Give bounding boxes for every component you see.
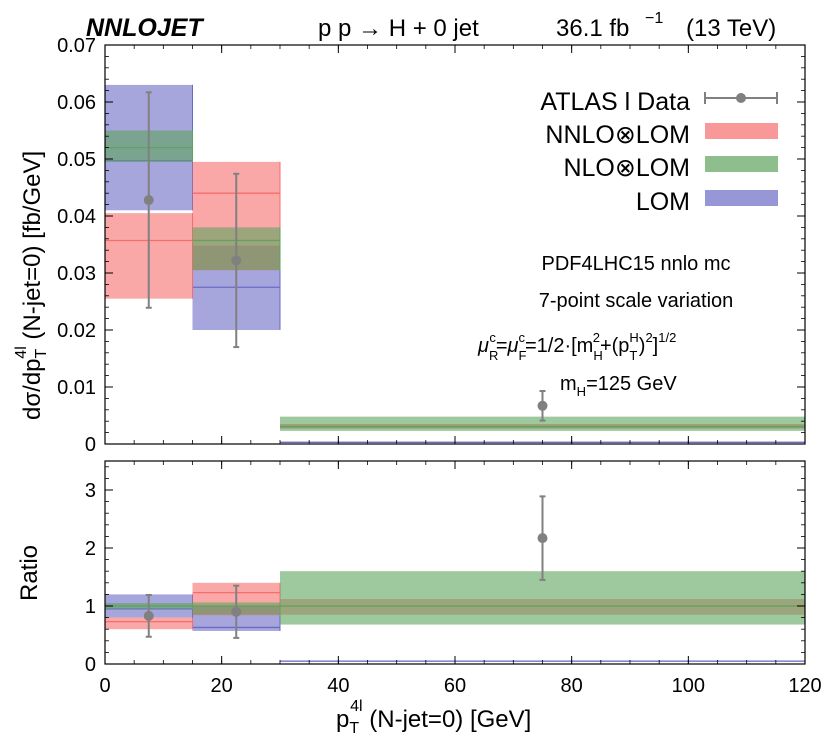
main-data-points <box>143 91 548 422</box>
main-ytick-label-7: 0.07 <box>57 35 96 57</box>
x-tick-label-0: 0 <box>99 675 110 697</box>
legend-nlo-swatch <box>705 156 778 172</box>
legend-lom-swatch <box>705 190 778 206</box>
ratio-ytick-label-0: 0 <box>85 654 96 676</box>
ratio-data-point-0 <box>143 610 154 621</box>
mass-annotation: mH=125 GeV <box>560 373 677 399</box>
ratio-data-point-1 <box>231 606 242 617</box>
legend-lom-label: LOM <box>636 188 690 216</box>
x-tick-label-1: 20 <box>211 675 233 697</box>
ratio-frame <box>104 460 806 665</box>
main-ytick-label-5: 0.05 <box>57 149 96 171</box>
process-title: p p → H + 0 jet <box>318 15 479 42</box>
lumi-value: 36.1 fb <box>556 15 629 42</box>
main-ytick-label-3: 0.03 <box>57 263 96 285</box>
scale-annotation: 7-point scale variation <box>539 290 734 312</box>
ratio-data-point-2 <box>537 533 548 544</box>
legend: ATLAS l Data NNLO⊗LOM NLO⊗LOM LOM <box>540 88 778 216</box>
x-tick-label-6: 120 <box>788 675 821 697</box>
x-tick-label-4: 80 <box>561 675 583 697</box>
main-y-axis-title: dσ/dpT4l (N-jet=0) [fb/GeV] <box>13 151 50 420</box>
main-panel: 0 0.01 0.02 0.03 0.04 0.05 0.06 0.07 <box>57 35 806 456</box>
x-tick-label-2: 40 <box>327 675 349 697</box>
x-tick-label-5: 100 <box>672 675 705 697</box>
main-ytick-label-0: 0 <box>85 434 96 456</box>
ratio-ytick-label-1: 1 <box>85 596 96 618</box>
ratio-ytick-label-2: 2 <box>85 538 96 560</box>
ratio-axes: 0 1 2 3 0 20 40 60 80 100 120 <box>85 461 822 697</box>
ratio-ytick-label-3: 3 <box>85 480 96 502</box>
main-axes: 0 0.01 0.02 0.03 0.04 0.05 0.06 0.07 <box>57 35 806 456</box>
ratio-panel: 0 1 2 3 0 20 40 60 80 100 120 <box>85 460 822 697</box>
main-data-point-1 <box>231 255 242 266</box>
main-ytick-label-6: 0.06 <box>57 92 96 114</box>
legend-nnlo-label: NNLO⊗LOM <box>545 121 690 149</box>
x-axis-title: pT4l (N-jet=0) [GeV] <box>336 698 531 737</box>
energy-label: (13 TeV) <box>686 15 776 42</box>
legend-nnlo-swatch <box>705 123 778 139</box>
legend-data-label: ATLAS l Data <box>540 88 690 116</box>
lumi-exponent: −1 <box>645 10 663 27</box>
main-ytick-label-4: 0.04 <box>57 206 96 228</box>
ratio-y-axis-title: Ratio <box>16 545 43 601</box>
ratio-data-points <box>143 495 548 639</box>
ratio-bands <box>105 571 806 662</box>
legend-nlo-label: NLO⊗LOM <box>563 154 690 182</box>
pdf-annotation: PDF4LHC15 nnlo mc <box>542 253 731 275</box>
main-ytick-label-2: 0.02 <box>57 320 96 342</box>
brand-title: NNLOJET <box>86 14 205 42</box>
main-frame <box>104 44 806 445</box>
main-ytick-label-1: 0.01 <box>57 377 96 399</box>
scale-formula: μRc=μFc=1/2·[mH2+(pTH)2]1/2 <box>477 330 676 363</box>
x-tick-label-3: 60 <box>444 675 466 697</box>
legend-data-marker <box>704 92 778 104</box>
main-data-point-0 <box>143 195 154 206</box>
main-data-point-2 <box>537 400 548 411</box>
